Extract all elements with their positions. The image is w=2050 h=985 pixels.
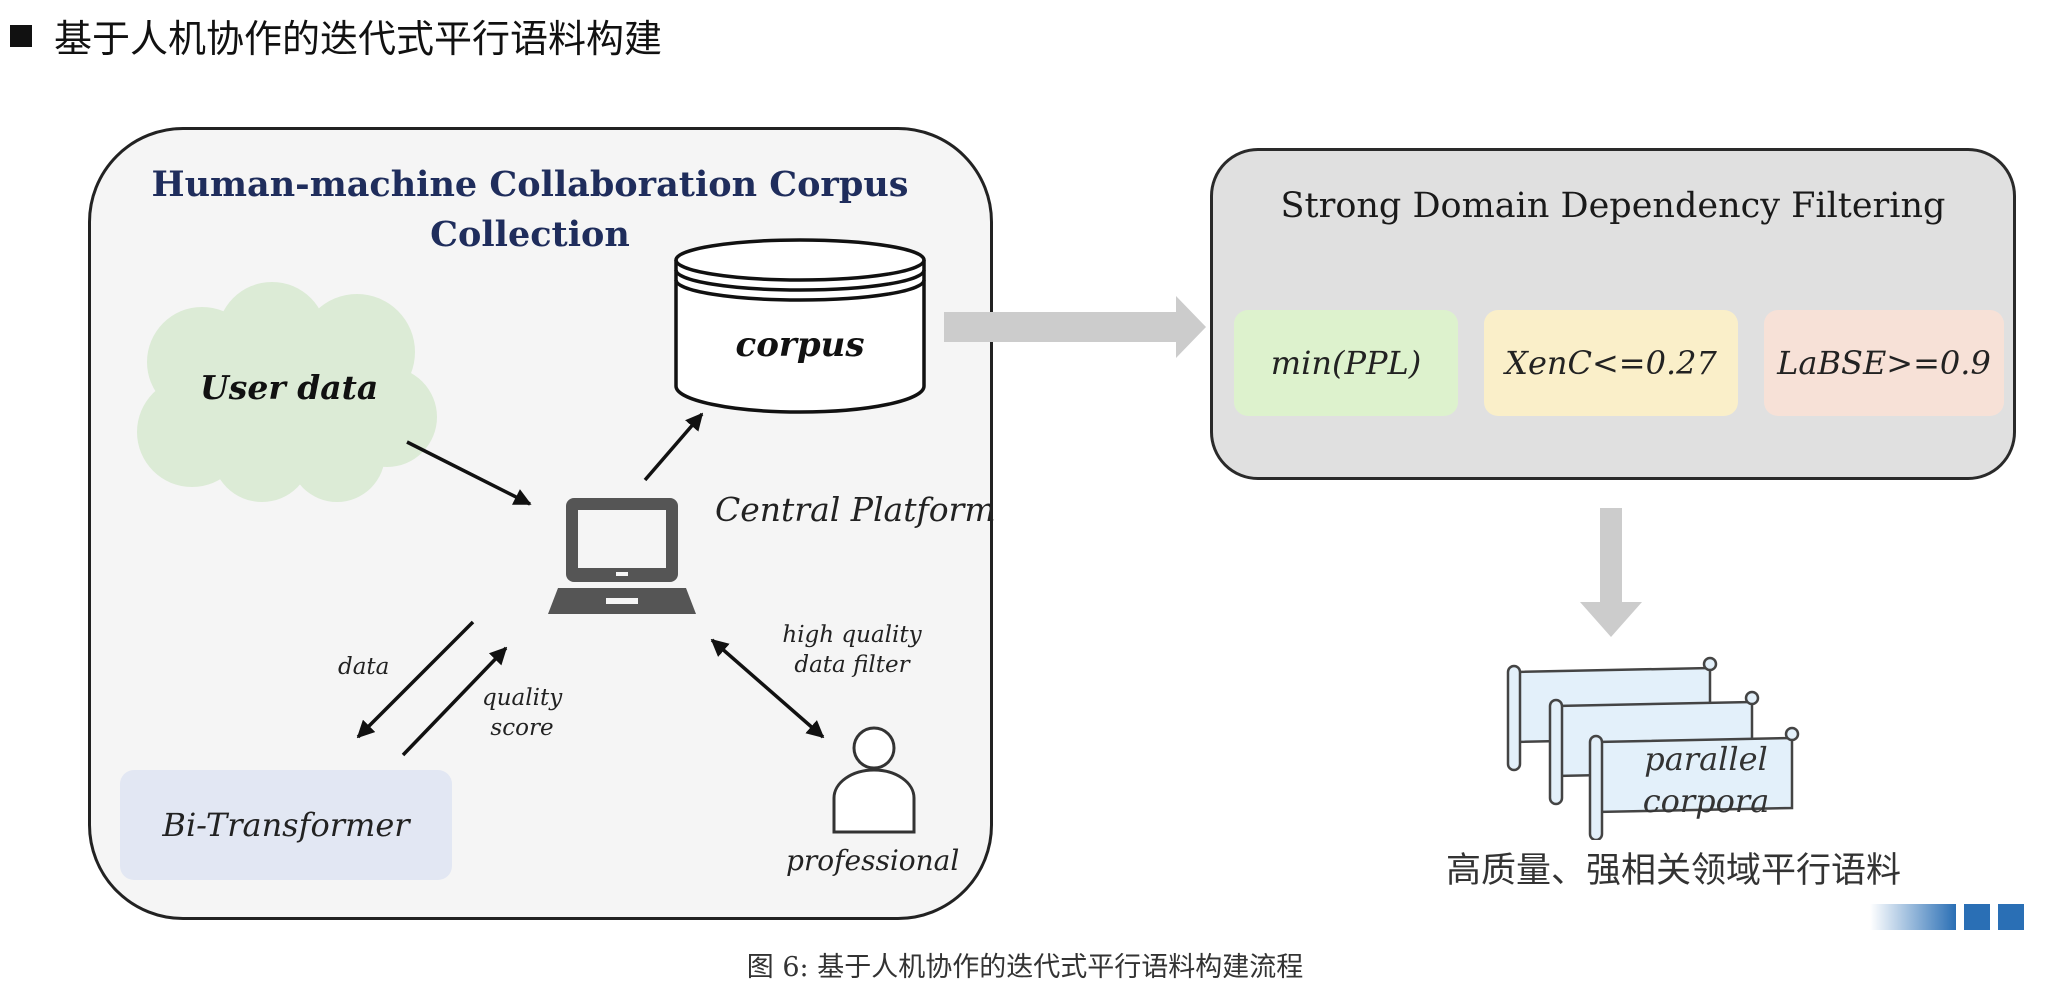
parallel-corpora-line-2: corpora	[1642, 782, 1770, 820]
quality-score-label: quality score	[482, 683, 562, 743]
high-quality-filter-label: high quality data filter	[772, 620, 932, 680]
panel-title-line-2: Collection	[430, 214, 630, 255]
filter-labse: LaBSE>=0.9	[1764, 310, 2004, 416]
result-caption: 高质量、强相关领域平行语料	[1446, 851, 1902, 891]
parallel-corpora-line-1: parallel	[1644, 740, 1768, 778]
person-icon	[832, 726, 916, 834]
corpus-database-icon	[674, 238, 926, 414]
user-data-label: User data	[200, 368, 379, 407]
filter-xenc: XenC<=0.27	[1484, 310, 1738, 416]
collaboration-panel-title: Human-machine Collaboration Corpus Colle…	[150, 160, 910, 260]
decorative-squares-icon	[1870, 904, 2024, 930]
hq-filter-line-2: data filter	[794, 652, 910, 678]
filtering-panel-title: Strong Domain Dependency Filtering	[1280, 186, 1946, 226]
laptop-icon	[548, 498, 696, 614]
quality-score-line-1: quality	[482, 685, 563, 711]
bullet-square-icon	[10, 24, 32, 47]
hq-filter-line-1: high quality	[782, 622, 922, 648]
figure-caption: 图 6: 基于人机协作的迭代式平行语料构建流程	[746, 952, 1304, 983]
cloud-icon	[137, 282, 437, 502]
parallel-corpora-label: parallel corpora	[1606, 738, 1806, 822]
filter-min-ppl-label: min(PPL)	[1270, 344, 1422, 382]
central-platform-label: Central Platform	[715, 490, 996, 529]
bi-transformer-box: Bi-Transformer	[120, 770, 452, 880]
quality-score-line-2: score	[490, 715, 554, 741]
filter-min-ppl: min(PPL)	[1234, 310, 1458, 416]
big-arrow-down	[1580, 508, 1642, 637]
slide-title: 基于人机协作的迭代式平行语料构建	[10, 8, 662, 63]
corpus-label: corpus	[735, 325, 865, 365]
professional-label: professional	[786, 844, 960, 877]
bi-transformer-label: Bi-Transformer	[162, 806, 410, 844]
filter-labse-label: LaBSE>=0.9	[1777, 344, 1991, 382]
panel-title-line-1: Human-machine Collaboration Corpus	[151, 164, 909, 205]
data-label: data	[338, 654, 390, 680]
filter-xenc-label: XenC<=0.27	[1505, 344, 1717, 382]
parallel-corpora-scrolls-icon	[1506, 656, 1800, 840]
slide-title-text: 基于人机协作的迭代式平行语料构建	[54, 17, 663, 61]
